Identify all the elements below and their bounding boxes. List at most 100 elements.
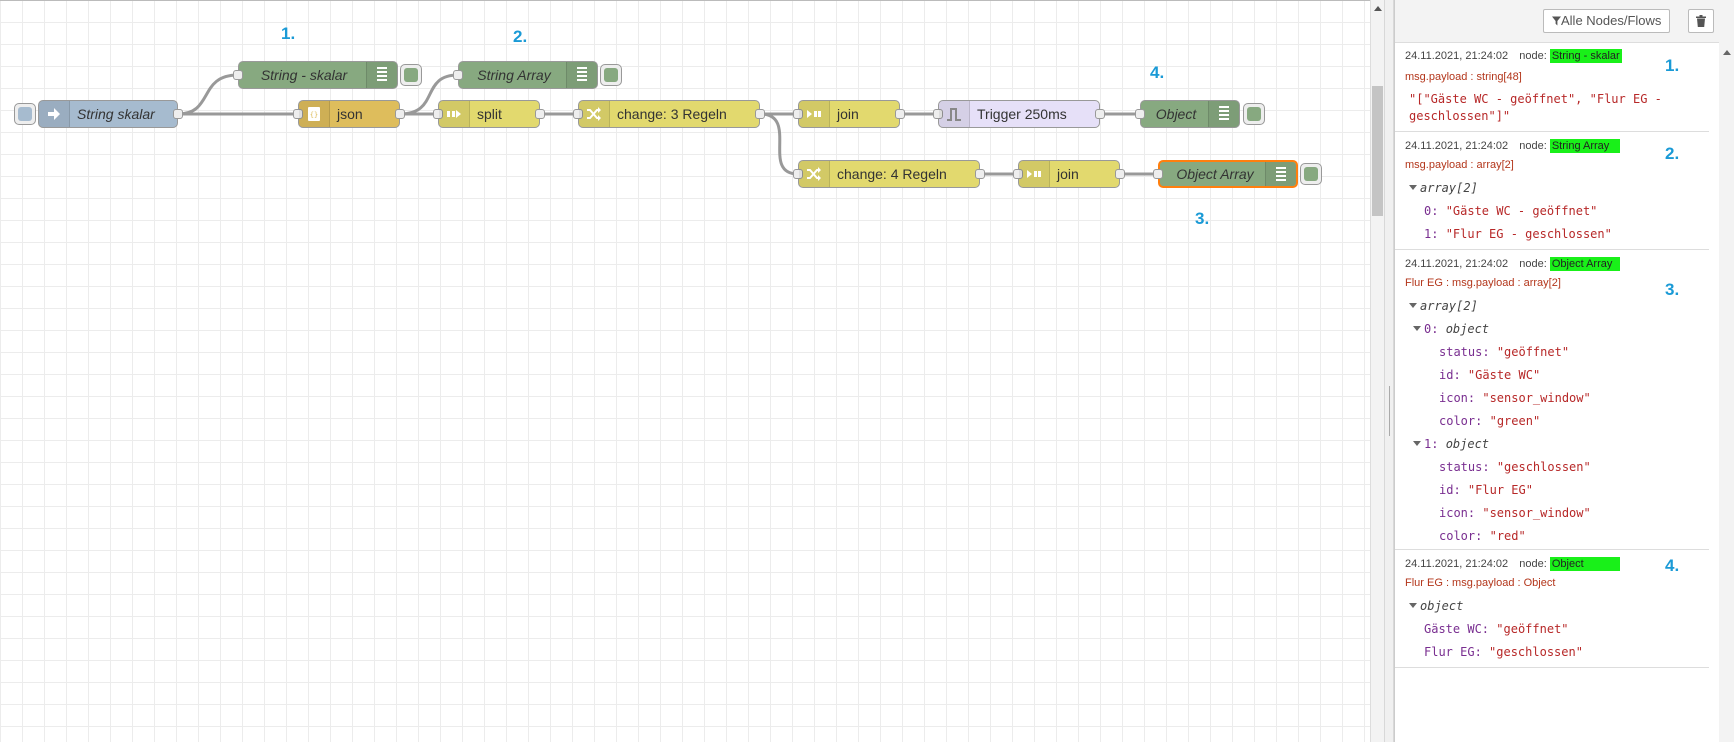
inject-trigger-button[interactable]	[14, 103, 36, 125]
flow-workspace[interactable]: String skalar {} json split change: 3 Re…	[0, 0, 1370, 742]
change-4-node[interactable]: change: 4 Regeln	[793, 160, 985, 188]
message-timestamp: 24.11.2021, 21:24:02	[1405, 258, 1509, 270]
expand-caret-icon[interactable]	[1413, 326, 1421, 331]
input-port[interactable]	[1013, 169, 1023, 179]
output-port[interactable]	[1095, 109, 1105, 119]
output-port[interactable]	[1115, 169, 1125, 179]
input-port[interactable]	[1153, 169, 1163, 179]
tree-object-header[interactable]: 1: object	[1413, 437, 1489, 451]
input-port[interactable]	[933, 109, 943, 119]
input-port[interactable]	[793, 109, 803, 119]
output-port[interactable]	[173, 109, 183, 119]
node-label: Object	[1155, 106, 1197, 122]
scroll-up-arrow-icon[interactable]	[1723, 50, 1731, 55]
node-name-link[interactable]: Object Array	[1549, 257, 1620, 271]
payload-value: "["Gäste WC - geöffnet", "Flur EG -	[1409, 92, 1662, 106]
trash-icon	[1696, 15, 1706, 27]
input-port[interactable]	[293, 109, 303, 119]
tree-item: id: "Flur EG"	[1439, 483, 1533, 497]
node-prefix: node:	[1519, 140, 1547, 152]
message-timestamp: 24.11.2021, 21:24:02	[1405, 558, 1509, 570]
node-label: join	[837, 106, 859, 122]
tree-item: color: "green"	[1439, 414, 1541, 428]
debug-message[interactable]: 24.11.2021, 21:24:02 node: String - skal…	[1395, 42, 1709, 132]
sidebar-scrollbar[interactable]	[1719, 42, 1734, 742]
debug-toggle-button[interactable]	[1243, 103, 1265, 125]
output-port[interactable]	[535, 109, 545, 119]
expand-caret-icon[interactable]	[1409, 303, 1417, 308]
trigger-node[interactable]: Trigger 250ms	[933, 100, 1105, 128]
input-port[interactable]	[573, 109, 583, 119]
split-node[interactable]: split	[433, 100, 545, 128]
debug-message[interactable]: 24.11.2021, 21:24:02 node: Object 4. Flu…	[1395, 550, 1709, 668]
tree-item: id: "Gäste WC"	[1439, 368, 1541, 382]
node-label: Trigger 250ms	[977, 106, 1067, 122]
debug-message[interactable]: 24.11.2021, 21:24:02 node: Object Array …	[1395, 250, 1709, 550]
arrow-in-icon	[39, 101, 70, 127]
node-name-link[interactable]: String Array	[1549, 139, 1620, 153]
node-label: join	[1057, 166, 1079, 182]
filter-button[interactable]: Alle Nodes/Flows	[1543, 9, 1671, 33]
workspace-scrollbar[interactable]	[1370, 0, 1384, 742]
debug-message[interactable]: 24.11.2021, 21:24:02 node: String Array …	[1395, 132, 1709, 250]
node-label: change: 3 Regeln	[617, 106, 727, 122]
input-port[interactable]	[433, 109, 443, 119]
debug-node-object[interactable]: Object	[1135, 100, 1240, 128]
node-label: String - skalar	[260, 67, 348, 83]
scrollbar-thumb[interactable]	[1372, 86, 1383, 216]
node-label: String skalar	[77, 106, 155, 122]
tree-item: color: "red"	[1439, 529, 1526, 543]
input-port[interactable]	[1135, 109, 1145, 119]
wire	[177, 73, 239, 116]
output-port[interactable]	[395, 109, 405, 119]
output-port[interactable]	[895, 109, 905, 119]
annotation-label: 2.	[513, 27, 528, 46]
json-node[interactable]: {} json	[293, 100, 405, 128]
node-label: split	[477, 106, 502, 122]
input-port[interactable]	[233, 70, 243, 80]
node-label: json	[337, 106, 363, 122]
expand-caret-icon[interactable]	[1413, 441, 1421, 446]
debug-node-string-skalar[interactable]: String - skalar	[233, 61, 398, 89]
node-name-link[interactable]: Object	[1549, 557, 1620, 571]
debug-icon	[1208, 101, 1239, 127]
inject-node[interactable]: String skalar	[38, 100, 183, 128]
expand-caret-icon[interactable]	[1409, 603, 1417, 608]
sidebar-resize-handle[interactable]	[1384, 0, 1394, 742]
debug-node-string-array[interactable]: String Array	[453, 61, 598, 89]
input-port[interactable]	[453, 70, 463, 80]
debug-sidebar: Alle Nodes/Flows 24.11.2021, 21:24:02 no…	[1394, 0, 1734, 742]
join-icon	[799, 101, 830, 127]
join-node[interactable]: join	[1013, 160, 1125, 188]
tree-root[interactable]: object	[1409, 599, 1463, 613]
debug-toggle-button[interactable]	[400, 64, 422, 86]
scroll-up-arrow-icon[interactable]	[1374, 6, 1382, 11]
debug-toolbar: Alle Nodes/Flows	[1395, 0, 1734, 43]
expand-caret-icon[interactable]	[1409, 185, 1417, 190]
message-topic: msg.payload : array[2]	[1405, 159, 1514, 171]
change-3-node[interactable]: change: 3 Regeln	[573, 100, 765, 128]
output-port[interactable]	[975, 169, 985, 179]
tree-root[interactable]: array[2]	[1409, 299, 1478, 313]
annotation-label: 4.	[1150, 63, 1165, 82]
wire	[759, 112, 799, 176]
tree-item: icon: "sensor_window"	[1439, 506, 1591, 520]
join-node[interactable]: join	[793, 100, 905, 128]
debug-icon	[366, 62, 397, 88]
debug-toggle-button[interactable]	[600, 64, 622, 86]
output-port[interactable]	[755, 109, 765, 119]
message-topic: msg.payload : string[48]	[1405, 71, 1522, 83]
tree-object-header[interactable]: 0: object	[1413, 322, 1489, 336]
annotation-label: 3.	[1195, 209, 1210, 228]
node-prefix: node:	[1519, 50, 1547, 62]
tree-item: 1: "Flur EG - geschlossen"	[1424, 227, 1612, 241]
debug-node-object-array[interactable]: Object Array	[1153, 160, 1298, 188]
shuffle-icon	[579, 101, 610, 127]
debug-toggle-button[interactable]	[1300, 163, 1322, 185]
node-prefix: node:	[1519, 258, 1547, 270]
clear-debug-button[interactable]	[1688, 9, 1714, 33]
split-icon	[439, 101, 470, 127]
input-port[interactable]	[793, 169, 803, 179]
node-name-link[interactable]: String - skalar	[1549, 49, 1622, 63]
tree-root[interactable]: array[2]	[1409, 181, 1478, 195]
